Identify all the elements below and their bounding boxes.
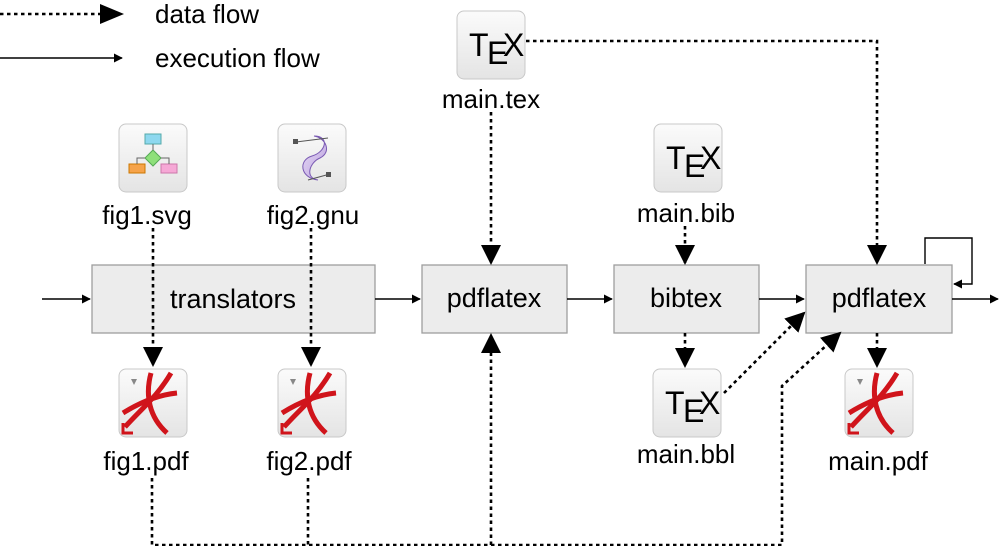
process-bibtex: bibtex	[613, 264, 760, 334]
process-pdflatex-1-label: pdflatex	[447, 283, 542, 313]
tex-icon	[456, 10, 526, 80]
process-pdflatex-1: pdflatex	[421, 264, 568, 334]
file-main-bbl-label: main.bbl	[637, 439, 735, 469]
file-main-bib-label: main.bib	[637, 198, 735, 228]
file-main-bbl: main.bbl	[637, 368, 735, 469]
data-arrow-mainbbl-to-pdflatex-2	[723, 311, 806, 394]
file-fig2-gnu: fig2.gnu	[267, 123, 360, 230]
process-translators: translators	[91, 264, 376, 334]
pdf-icon	[278, 369, 346, 437]
file-fig1-pdf: fig1.pdf	[103, 369, 189, 476]
file-fig1-pdf-label: fig1.pdf	[103, 446, 189, 476]
file-fig2-gnu-label: fig2.gnu	[267, 200, 360, 230]
tex-icon	[652, 368, 722, 438]
pdf-icon	[119, 369, 187, 437]
legend-data-flow-arrow	[100, 4, 124, 24]
curve-icon	[277, 123, 347, 193]
file-main-tex: main.tex	[442, 10, 540, 114]
file-fig1-svg-label: fig1.svg	[102, 200, 192, 230]
execution-flow-arrows	[42, 237, 999, 304]
data-arrow-maintex-to-pdflatex-2	[526, 39, 887, 265]
file-main-pdf: main.pdf	[828, 369, 929, 476]
process-translators-label: translators	[170, 284, 296, 314]
process-pdflatex-2: pdflatex	[805, 264, 953, 334]
pdf-icon	[845, 369, 913, 437]
file-fig1-svg: fig1.svg	[102, 123, 192, 230]
data-flow-arrows	[143, 39, 887, 546]
process-pdflatex-2-label: pdflatex	[832, 283, 927, 313]
exec-arrow-self-loop	[924, 237, 973, 289]
data-arrow-figs-to-pdflatex-2	[150, 331, 842, 546]
tex-icon	[653, 123, 723, 193]
file-main-pdf-label: main.pdf	[828, 446, 928, 476]
legend: data flow execution flow	[0, 0, 320, 73]
file-fig2-pdf: fig2.pdf	[266, 369, 352, 476]
file-main-bib: main.bib	[637, 123, 735, 228]
file-main-tex-label: main.tex	[442, 84, 540, 114]
legend-execution-flow-label: execution flow	[155, 43, 320, 73]
process-bibtex-label: bibtex	[650, 283, 723, 313]
legend-data-flow-label: data flow	[155, 0, 259, 29]
flowchart-icon	[118, 123, 188, 193]
file-fig2-pdf-label: fig2.pdf	[266, 446, 352, 476]
